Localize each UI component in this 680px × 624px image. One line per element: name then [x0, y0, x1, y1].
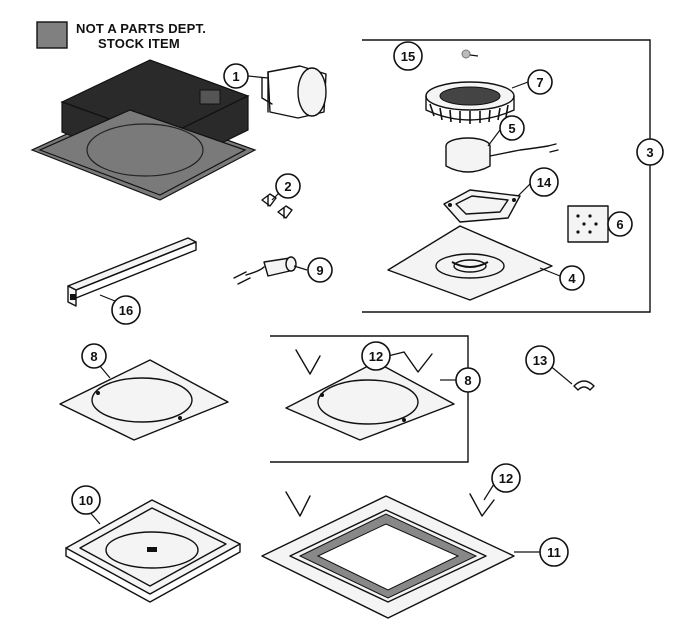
grille-cover: [65, 499, 241, 603]
callout-9-label: 9: [316, 263, 323, 278]
callout-1-label: 1: [232, 69, 239, 84]
callout-9: 9: [307, 257, 333, 283]
callout-16: 16: [111, 295, 141, 325]
callout-15: 15: [393, 41, 423, 71]
legend-line-1: NOT A PARTS DEPT.: [76, 21, 206, 36]
leader-lines: [87, 54, 573, 553]
callout-11: 11: [539, 537, 569, 567]
callout-1: 1: [223, 63, 249, 89]
callout-5-label: 5: [508, 121, 515, 136]
callout-12-bottom-label: 12: [499, 471, 513, 486]
callout-6-label: 6: [616, 217, 623, 232]
callout-10: 10: [71, 485, 101, 515]
callout-14-label: 14: [537, 175, 552, 190]
callout-2: 2: [275, 173, 301, 199]
callout-3-label: 3: [646, 145, 653, 160]
callout-13: 13: [525, 345, 555, 375]
mounting-bar: [67, 237, 197, 307]
legend-swatch: [36, 21, 68, 49]
blower-wheel: [425, 81, 515, 124]
clips: [261, 193, 293, 219]
motor: [445, 137, 559, 173]
decorative-grille: [261, 491, 515, 619]
callout-8-left: 8: [81, 343, 107, 369]
callout-11-label: 11: [547, 545, 561, 560]
gasket: [443, 189, 521, 223]
callout-16-label: 16: [119, 303, 133, 318]
callout-7-label: 7: [536, 75, 543, 90]
callout-12-top-label: 12: [369, 349, 383, 364]
callout-7: 7: [527, 69, 553, 95]
legend: NOT A PARTS DEPT. STOCK ITEM: [36, 21, 206, 51]
callout-12-bottom: 12: [491, 463, 521, 493]
housing: [30, 59, 257, 201]
callout-2-label: 2: [284, 179, 291, 194]
callout-8-left-label: 8: [90, 349, 97, 364]
callout-12-top: 12: [361, 341, 391, 371]
group-bracket-3: [362, 39, 651, 313]
grille-plate-right: [270, 335, 469, 463]
callout-8-right-label: 8: [464, 373, 471, 388]
callout-14: 14: [529, 167, 559, 197]
duct-connector: [261, 65, 327, 119]
mounting-plate: [387, 225, 553, 301]
callout-6: 6: [607, 211, 633, 237]
clip-part: [573, 380, 595, 391]
power-cord-part: [233, 256, 297, 285]
callout-3: 3: [636, 138, 664, 166]
callout-4-label: 4: [568, 271, 576, 286]
callout-10-label: 10: [79, 493, 93, 508]
callout-5: 5: [499, 115, 525, 141]
callout-4: 4: [559, 265, 585, 291]
nut-part: [461, 49, 471, 59]
wiring-plate: [567, 205, 609, 243]
grille-plate-left: [59, 359, 229, 441]
legend-line-2: STOCK ITEM: [98, 36, 180, 51]
callout-15-label: 15: [401, 49, 415, 64]
callout-8-right: 8: [455, 367, 481, 393]
callout-13-label: 13: [533, 353, 547, 368]
